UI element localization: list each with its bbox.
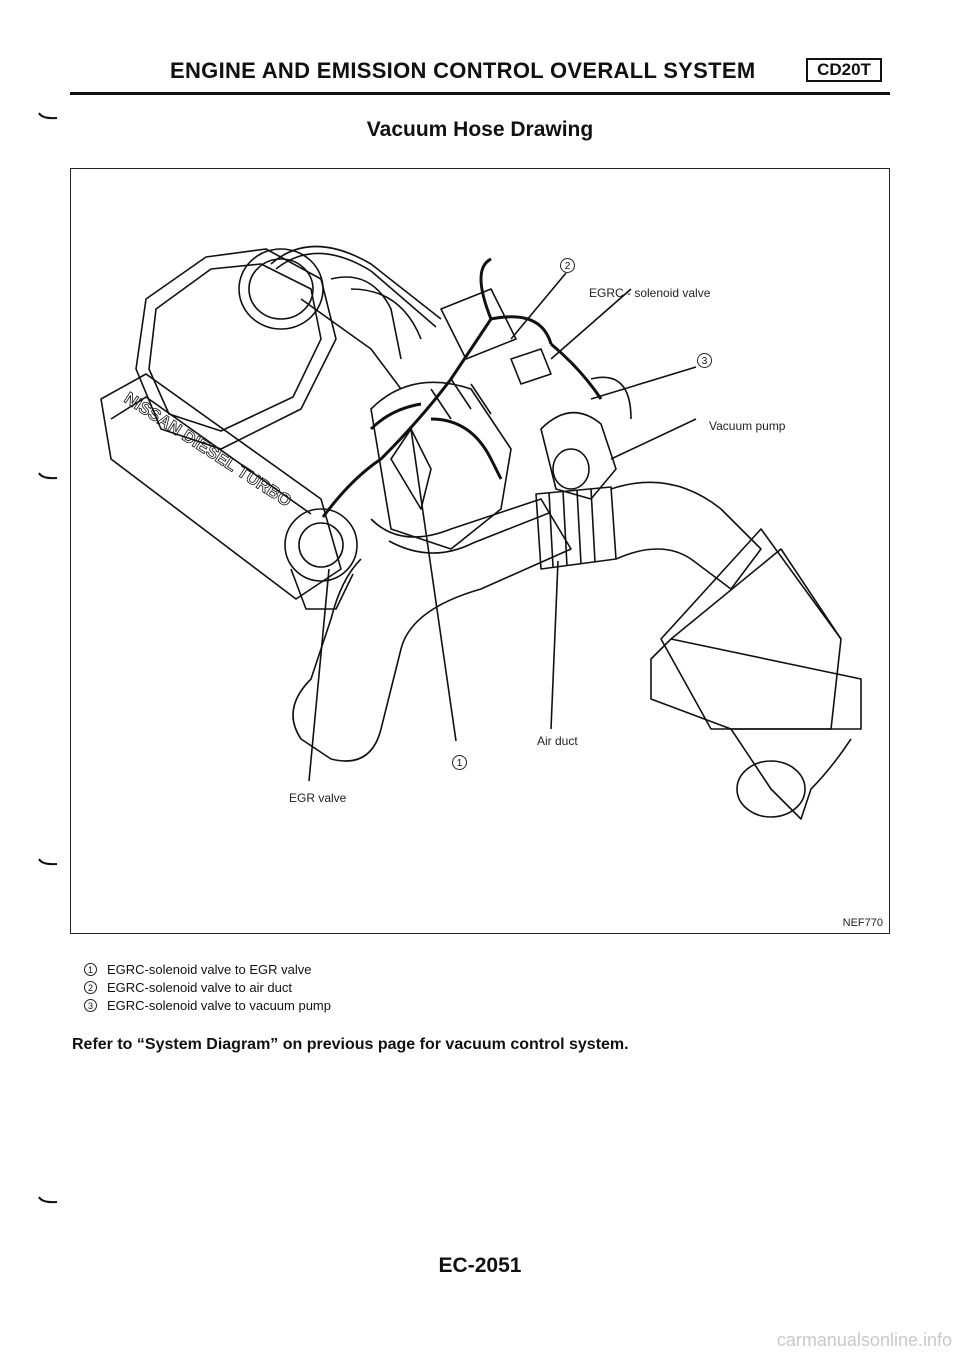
legend-number: 1 <box>84 962 97 976</box>
legend-number: 3 <box>84 998 97 1012</box>
label-air-duct: Air duct <box>537 734 578 748</box>
callout-3: 3 <box>697 353 712 368</box>
header-rule <box>70 92 890 95</box>
legend-text: EGRC-solenoid valve to EGR valve <box>107 961 312 977</box>
binding-mark-icon <box>38 112 58 120</box>
legend-item: 3 EGRC-solenoid valve to vacuum pump <box>84 996 331 1014</box>
label-egrc-valve: EGRC - solenoid valve <box>589 286 711 300</box>
binding-mark-icon <box>38 1196 58 1204</box>
legend-item: 2 EGRC-solenoid valve to air duct <box>84 978 331 996</box>
reference-note: Refer to “System Diagram” on previous pa… <box>72 1036 629 1053</box>
legend-number: 2 <box>84 980 97 994</box>
section-title: Vacuum Hose Drawing <box>366 118 594 141</box>
model-badge: CD20T <box>806 58 882 82</box>
binding-mark-icon <box>38 858 58 866</box>
watermark: carmanualsonline.info <box>776 1330 952 1350</box>
label-egr-valve: EGR valve <box>289 791 347 805</box>
binding-mark-icon <box>38 472 58 480</box>
figure-code: NEF770 <box>842 917 883 929</box>
legend-list: 1 EGRC-solenoid valve to EGR valve 2 EGR… <box>84 960 331 1014</box>
page-number: EC-2051 <box>438 1254 522 1277</box>
callout-2: 2 <box>560 258 575 273</box>
legend-item: 1 EGRC-solenoid valve to EGR valve <box>84 960 331 978</box>
engine-brand-text: NISSAN DIESEL TURBO <box>121 388 295 510</box>
page-header-title: ENGINE AND EMISSION CONTROL OVERALL SYST… <box>170 58 756 83</box>
vacuum-hose-figure: NISSAN DIESEL TURBO EGRC - solenoid valv… <box>70 168 890 934</box>
legend-text: EGRC-solenoid valve to vacuum pump <box>107 997 331 1013</box>
callout-1: 1 <box>452 755 467 770</box>
legend-text: EGRC-solenoid valve to air duct <box>107 979 292 995</box>
engine-illustration: NISSAN DIESEL TURBO <box>100 245 862 820</box>
label-vacuum-pump: Vacuum pump <box>709 419 786 433</box>
